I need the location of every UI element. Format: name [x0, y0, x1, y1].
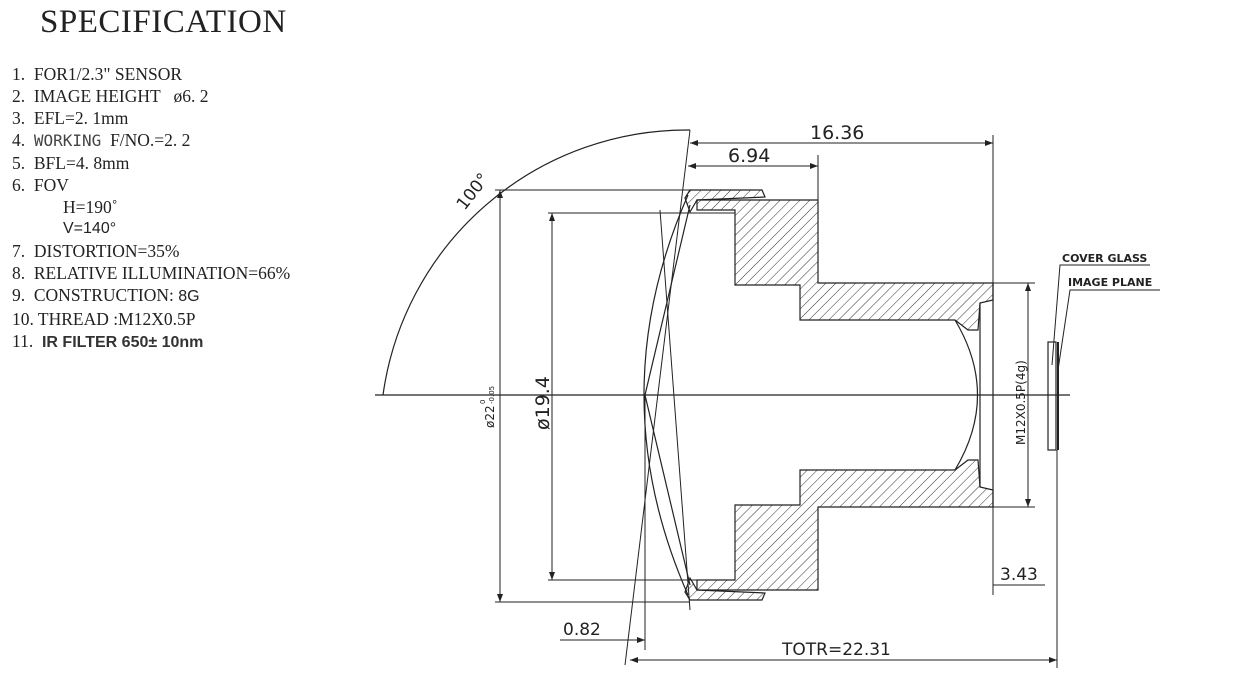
specification-list: 1. FOR1/2.3" SENSOR 2. IMAGE HEIGHT ø6. … — [12, 63, 290, 354]
angle-label: 100° — [453, 170, 494, 215]
spec-item-fov: 6. FOV — [12, 175, 69, 195]
spec-item-efl: 3. EFL=2. 1mm — [12, 108, 129, 128]
front-lens-surface — [643, 194, 689, 596]
spec-item-fov-v: V=140° — [63, 220, 117, 237]
leader-image-plane — [1057, 289, 1160, 371]
dim-dia-22-tol-upper: 0 — [479, 400, 487, 404]
spec-item-thread: 10. THREAD :M12X0.5P — [12, 309, 196, 329]
spec-num: 4. — [12, 130, 34, 150]
lens-barrel — [684, 189, 994, 601]
spec-item-image-height: 2. IMAGE HEIGHT ø6. 2 — [12, 86, 209, 106]
page-title: SPECIFICATION — [40, 4, 287, 40]
dim-dia-22-tol-lower: -0.05 — [488, 386, 496, 404]
dim-16-36: 16.36 — [810, 122, 864, 144]
dim-totr: TOTR=22.31 — [781, 640, 891, 660]
dim-dia-22: ø22 — [483, 405, 497, 428]
dim-thread: M12X0.5P(4g) — [1014, 360, 1028, 445]
spec-construction-label: 9. CONSTRUCTION: — [12, 285, 179, 305]
label-cover-glass: COVER GLASS — [1062, 252, 1147, 265]
dim-dia-19-4: ø19.4 — [532, 376, 554, 430]
dim-3-43: 3.43 — [1000, 565, 1038, 585]
dim-0-82: 0.82 — [563, 620, 601, 640]
spec-num: 11. — [12, 331, 42, 351]
spec-item-sensor: 1. FOR1/2.3" SENSOR — [12, 64, 183, 84]
fov-arc — [382, 129, 691, 396]
spec-item-bfl: 5. BFL=4. 8mm — [12, 153, 130, 173]
label-image-plane: IMAGE PLANE — [1068, 276, 1152, 289]
spec-ir-value: IR FILTER 650± 10nm — [41, 334, 204, 351]
spec-word-working: WORKING — [33, 131, 102, 150]
leader-cover-glass — [1051, 264, 1150, 366]
spec-item-ir-filter: 11. IR FILTER 650± 10nm — [12, 330, 290, 354]
spec-item-distortion: 7. DISTORTION=35% — [12, 241, 180, 261]
spec-item-fov-h: H=190˚ — [63, 197, 118, 217]
spec-item-illumination: 8. RELATIVE ILLUMINATION=66% — [12, 263, 291, 283]
cover-glass — [1047, 341, 1057, 451]
spec-construction-value: 8G — [178, 288, 200, 305]
spec-item-construction: 9. CONSTRUCTION: 8G — [12, 284, 290, 308]
spec-item-fno: 4. WORKING F/NO.=2. 2 — [12, 129, 290, 152]
spec-fno-value: F/NO.=2. 2 — [101, 130, 191, 150]
dim-6-94: 6.94 — [728, 145, 770, 167]
